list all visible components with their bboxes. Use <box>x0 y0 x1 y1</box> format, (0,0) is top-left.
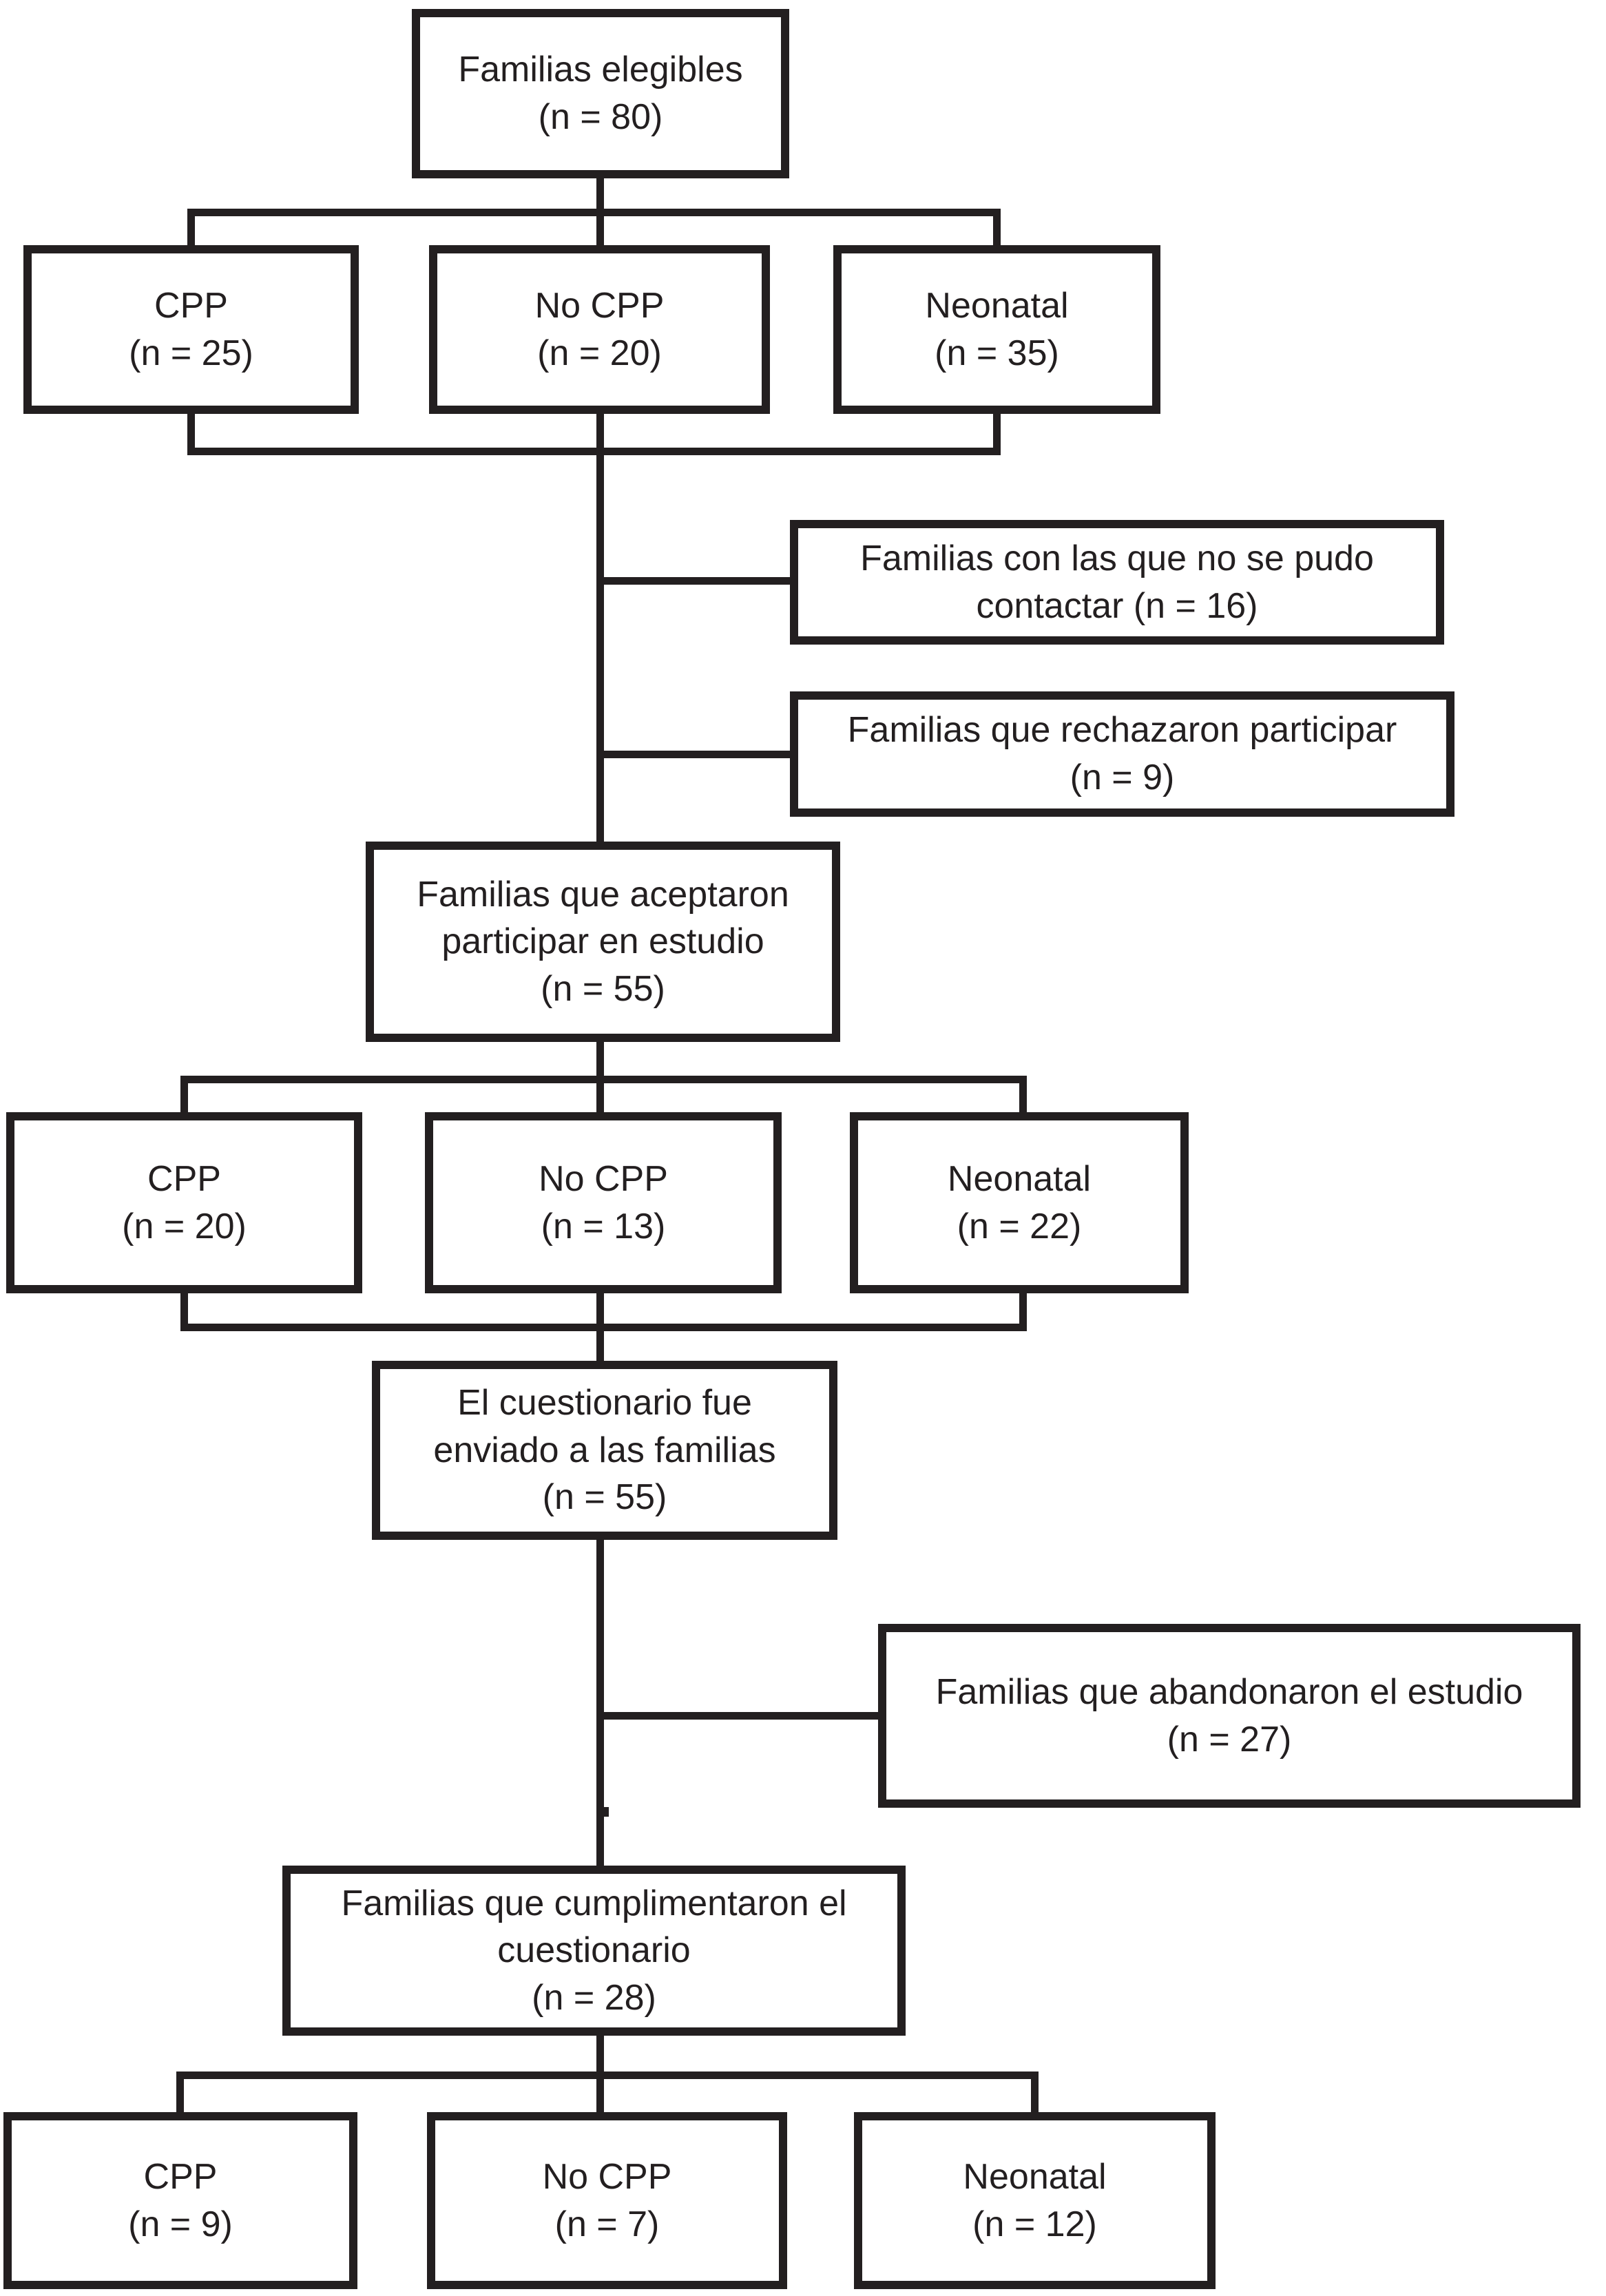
node-label: Familias con las que no se pudo contacta… <box>860 538 1374 626</box>
merge2-stub-cpp <box>180 1288 188 1328</box>
node-label: El cuestionario fue enviado a las famili… <box>433 1383 776 1518</box>
node-neonatal-cumplimentaron: Neonatal (n = 12) <box>854 2112 1216 2289</box>
node-label: Familias que aceptaron participar en est… <box>417 874 789 1009</box>
branch-abandoned <box>596 1712 886 1720</box>
node-familias-elegibles: Familias elegibles (n = 80) <box>412 9 789 178</box>
node-cpp-aceptaron: CPP (n = 20) <box>6 1112 362 1293</box>
node-label: Neonatal (n = 12) <box>963 2156 1107 2244</box>
node-label: No CPP (n = 20) <box>534 285 665 373</box>
node-familias-aceptaron: Familias que aceptaron participar en est… <box>366 842 840 1042</box>
connector-row1-to-accepted <box>596 410 604 846</box>
merge2-stub-neonatal <box>1019 1288 1027 1328</box>
node-label: CPP (n = 20) <box>122 1158 247 1246</box>
merge1-stub-neonatal <box>993 409 1001 452</box>
split2-stub-neonatal <box>1019 1081 1027 1116</box>
node-familias-cumplimentaron: Familias que cumplimentaron el cuestiona… <box>282 1866 906 2036</box>
connector-questionnaire-to-completed <box>596 1536 604 1870</box>
merge1-horizontal <box>187 448 1001 455</box>
node-label: Familias que abandonaron el estudio (n =… <box>935 1671 1523 1760</box>
merge2-horizontal <box>180 1324 1027 1331</box>
split3-horizontal <box>176 2071 1039 2079</box>
node-neonatal-elegibles: Neonatal (n = 35) <box>833 245 1160 414</box>
node-label: No CPP (n = 7) <box>542 2156 672 2244</box>
node-label: Neonatal (n = 35) <box>925 285 1069 373</box>
node-familias-rechazaron: Familias que rechazaron participar (n = … <box>790 691 1454 817</box>
split1-stub-cpp <box>187 213 195 248</box>
node-cuestionario-enviado: El cuestionario fue enviado a las famili… <box>372 1361 837 1540</box>
node-familias-no-contactadas: Familias con las que no se pudo contacta… <box>790 520 1444 645</box>
node-familias-abandonaron: Familias que abandonaron el estudio (n =… <box>878 1624 1581 1808</box>
split2-horizontal <box>180 1076 1027 1083</box>
node-cpp-elegibles: CPP (n = 25) <box>23 245 359 414</box>
split2-stub-cpp <box>180 1081 188 1116</box>
branch-not-contacted <box>596 577 796 585</box>
node-label: No CPP (n = 13) <box>539 1158 668 1246</box>
node-label: CPP (n = 9) <box>128 2156 233 2244</box>
node-label: Familias que cumplimentaron el cuestiona… <box>341 1883 847 2018</box>
node-label: Neonatal (n = 22) <box>947 1158 1092 1246</box>
node-label: Familias elegibles (n = 80) <box>458 50 743 137</box>
node-no-cpp-cumplimentaron: No CPP (n = 7) <box>427 2112 787 2289</box>
split1-stub-neonatal <box>993 213 1001 248</box>
node-neonatal-aceptaron: Neonatal (n = 22) <box>850 1112 1189 1293</box>
node-label: Familias que rechazaron participar (n = … <box>847 710 1397 797</box>
node-no-cpp-aceptaron: No CPP (n = 13) <box>425 1112 782 1293</box>
split1-horizontal <box>187 209 1001 216</box>
split3-stub-neonatal <box>1031 2076 1039 2116</box>
merge1-stub-cpp <box>187 409 195 452</box>
node-cpp-cumplimentaron: CPP (n = 9) <box>3 2112 357 2289</box>
node-label: CPP (n = 25) <box>129 285 253 373</box>
branch-refused <box>596 751 796 758</box>
line-joint-nub <box>604 1807 609 1817</box>
node-no-cpp-elegibles: No CPP (n = 20) <box>429 245 770 414</box>
split3-stub-cpp <box>176 2076 184 2116</box>
